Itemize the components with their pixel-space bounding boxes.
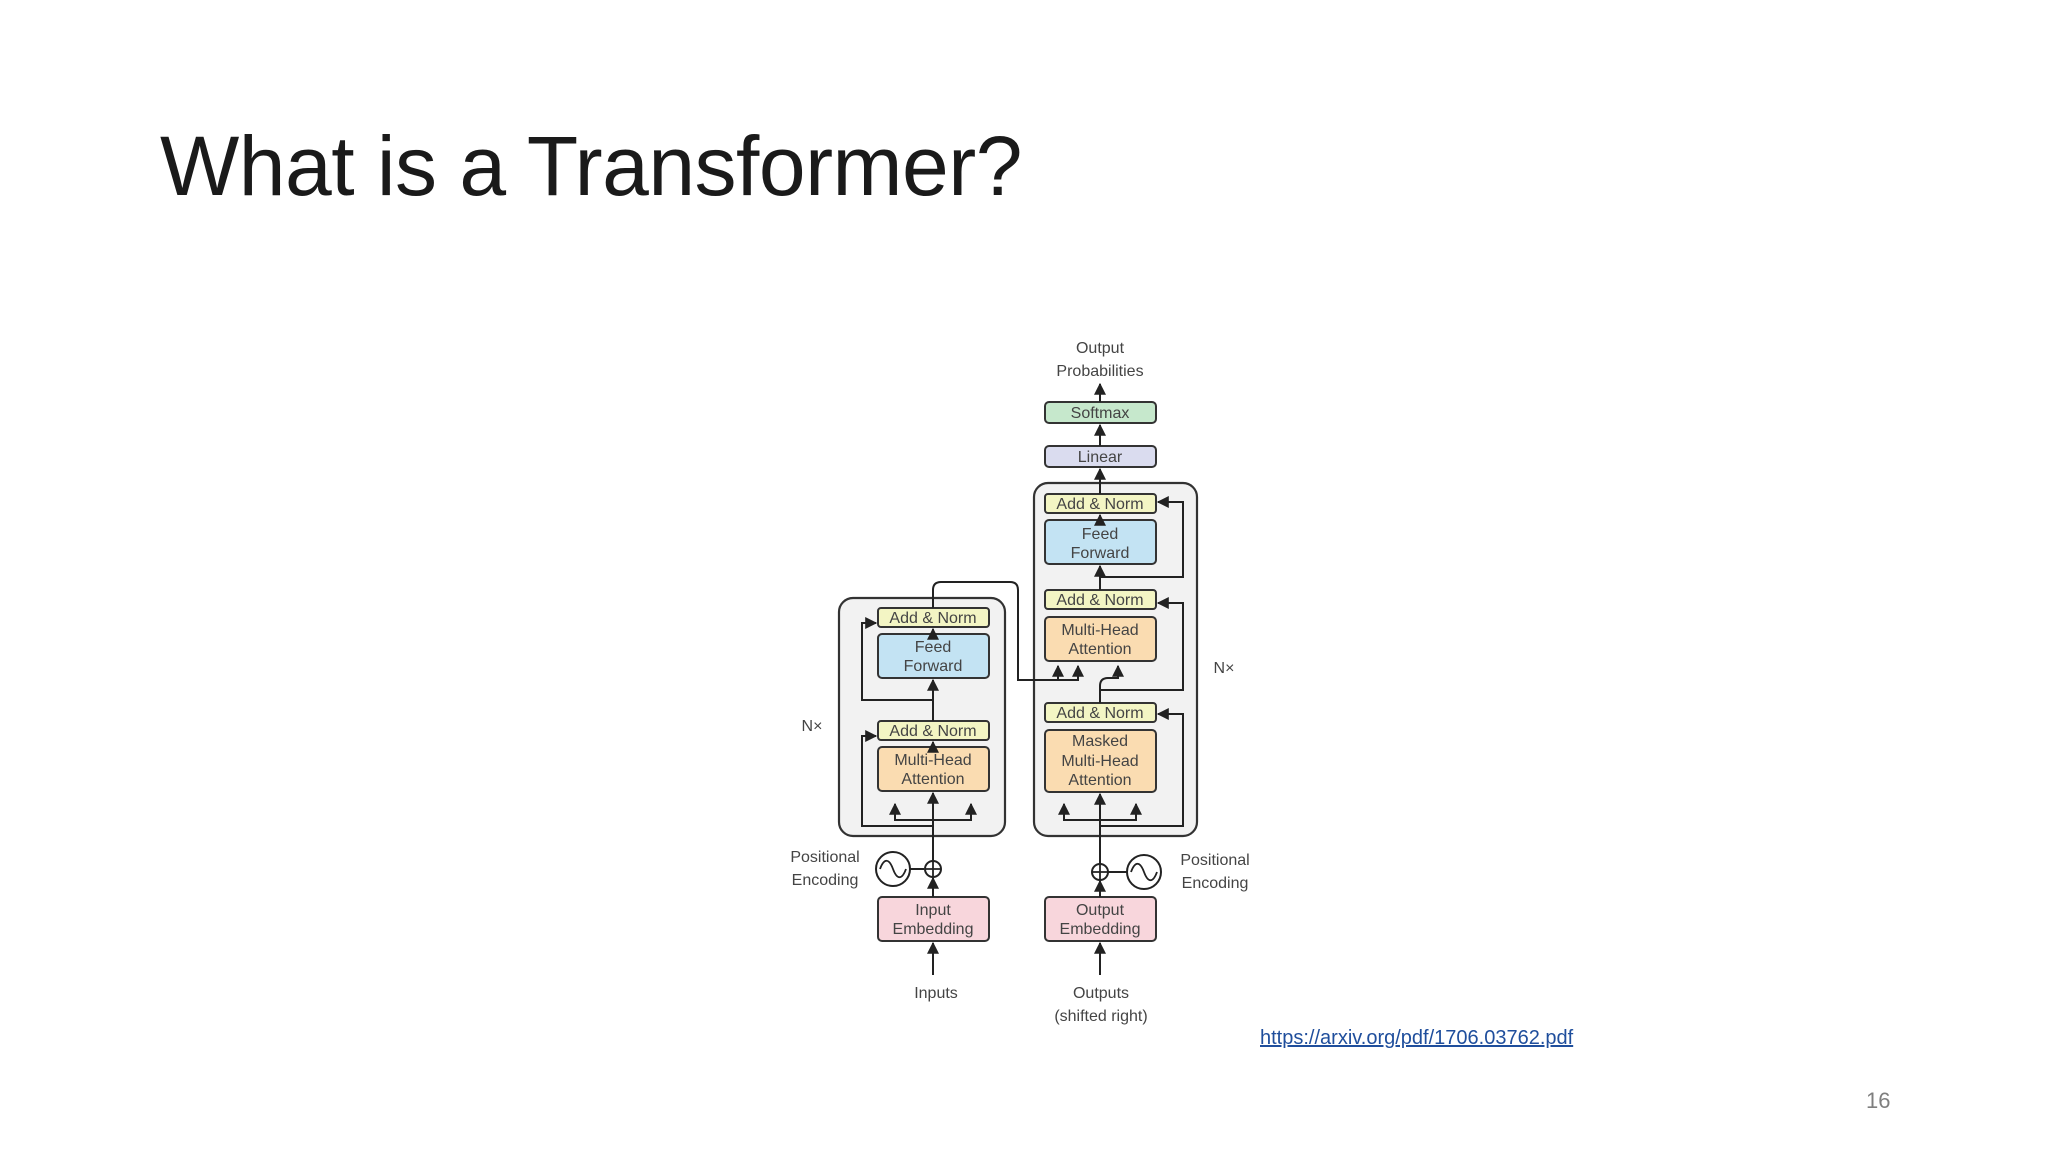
encoder-positional-encoding-line2: Encoding bbox=[792, 872, 859, 889]
encoder-add-norm-bottom-label: Add & Norm bbox=[889, 723, 976, 740]
page-number: 16 bbox=[1866, 1088, 1891, 1113]
encoder-feed-forward-line1: Feed bbox=[915, 639, 951, 656]
encoder-positional-encoding-line1: Positional bbox=[790, 849, 859, 866]
outputs-label-line1: Outputs bbox=[1073, 985, 1129, 1002]
decoder-masked-attention-line3: Attention bbox=[1068, 772, 1131, 789]
decoder-cross-attention bbox=[1044, 616, 1157, 662]
output-probabilities-line2: Probabilities bbox=[1056, 363, 1143, 380]
decoder-positional-encoding-line2: Encoding bbox=[1182, 875, 1249, 892]
input-embedding-line1: Input bbox=[915, 902, 951, 919]
decoder-add-norm-bottom-label: Add & Norm bbox=[1056, 705, 1143, 722]
encoder-repeat-label: N× bbox=[802, 718, 823, 735]
inputs-label: Inputs bbox=[914, 985, 958, 1002]
encoder-attention-line1: Multi-Head bbox=[894, 752, 971, 769]
decoder-positional-encoding-line1: Positional bbox=[1180, 852, 1249, 869]
encoder-feed-forward-line2: Forward bbox=[904, 658, 963, 675]
decoder-add-norm-top-label: Add & Norm bbox=[1056, 496, 1143, 513]
output-embedding-line1: Output bbox=[1076, 902, 1125, 919]
decoder-masked-attention-line1: Masked bbox=[1072, 733, 1128, 750]
output-embedding-line2: Embedding bbox=[1060, 921, 1141, 938]
output-probabilities-line1: Output bbox=[1076, 340, 1125, 357]
decoder-masked-attention-line2: Multi-Head bbox=[1061, 753, 1138, 770]
decoder-feed-forward-line1: Feed bbox=[1082, 526, 1118, 543]
encoder-attention-line2: Attention bbox=[901, 771, 964, 788]
decoder-repeat-label: N× bbox=[1214, 660, 1235, 677]
arxiv-link[interactable]: https://arxiv.org/pdf/1706.03762.pdf bbox=[1260, 1027, 1574, 1049]
decoder-masked-attention bbox=[1044, 729, 1157, 793]
decoder-cross-attention-line1: Multi-Head bbox=[1061, 622, 1138, 639]
decoder-feed-forward-line2: Forward bbox=[1071, 545, 1130, 562]
diagram-connectors bbox=[861, 382, 1184, 975]
input-embedding-line2: Embedding bbox=[893, 921, 974, 938]
slide-title: What is a Transformer? bbox=[160, 119, 1022, 213]
decoder-cross-attention-line2: Attention bbox=[1068, 641, 1131, 658]
softmax-label: Softmax bbox=[1071, 405, 1130, 422]
outputs-label-line2: (shifted right) bbox=[1054, 1008, 1147, 1025]
linear-label: Linear bbox=[1078, 449, 1123, 466]
encoder-add-norm-top-label: Add & Norm bbox=[889, 610, 976, 627]
decoder-add-norm-mid-label: Add & Norm bbox=[1056, 592, 1143, 609]
